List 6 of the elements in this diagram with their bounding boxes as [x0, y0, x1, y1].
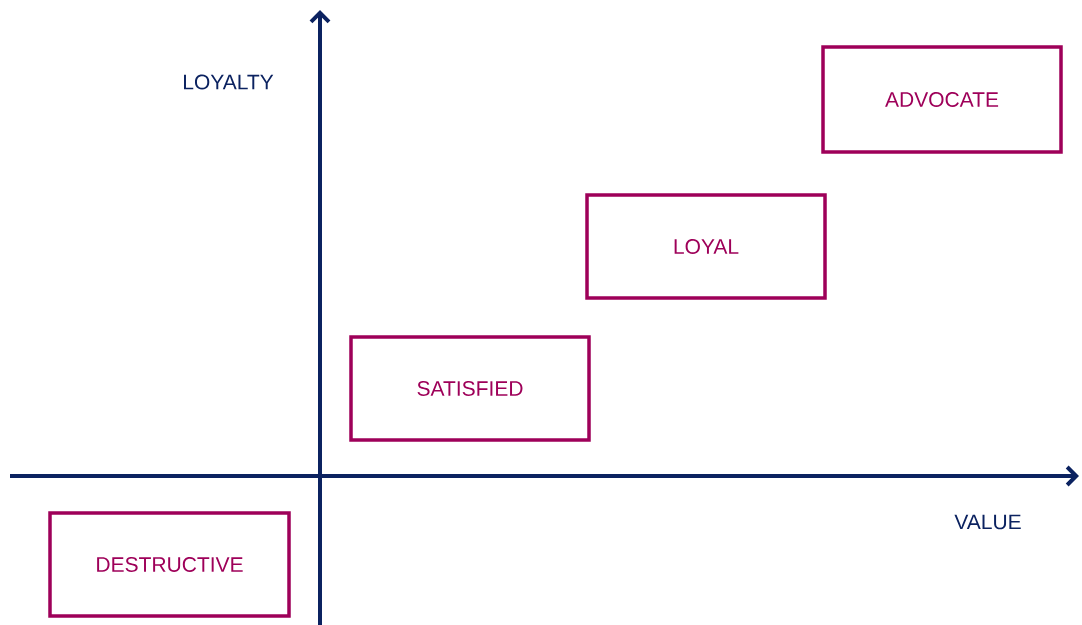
category-box: SATISFIED [349, 335, 591, 442]
axis-label: VALUE [954, 514, 1021, 530]
category-box: DESTRUCTIVE [48, 511, 291, 618]
category-box: ADVOCATE [821, 45, 1063, 154]
category-box: LOYAL [585, 193, 827, 300]
axis-label: LOYALTY [184, 74, 274, 90]
